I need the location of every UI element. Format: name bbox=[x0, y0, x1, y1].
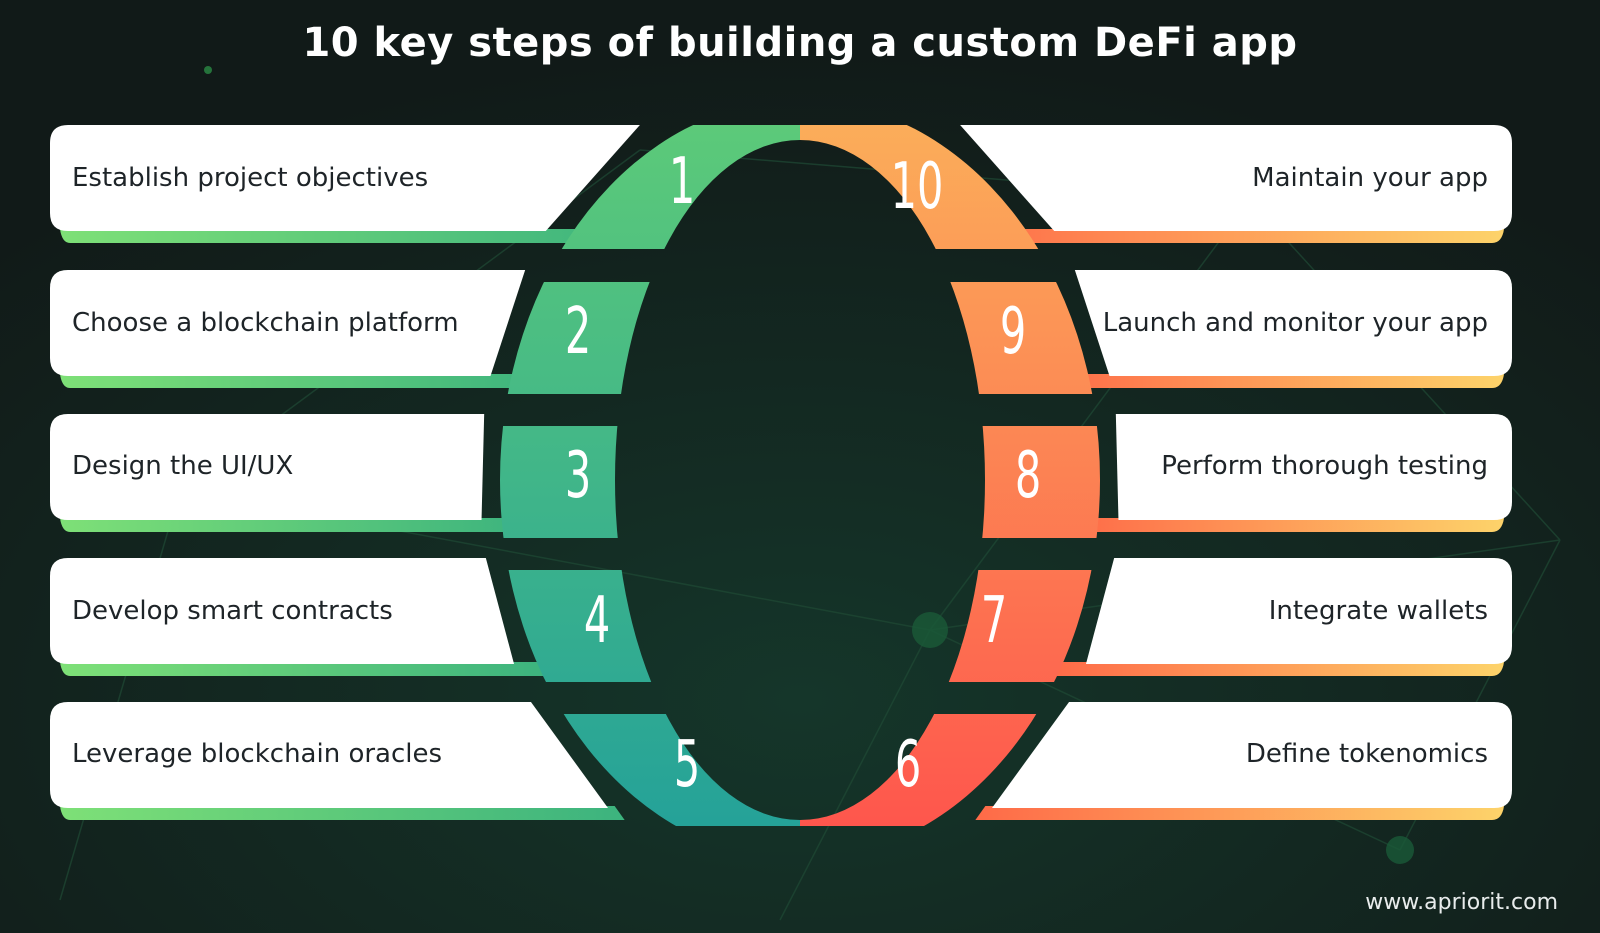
left-step-card bbox=[50, 414, 485, 520]
step-label: Develop smart contracts bbox=[72, 596, 393, 626]
left-card-underbar bbox=[60, 806, 625, 820]
left-card-underbar bbox=[60, 662, 549, 676]
step-label: Establish project objectives bbox=[72, 163, 429, 193]
left-ring-band bbox=[500, 100, 800, 860]
left-step-card bbox=[50, 558, 515, 664]
step-label: Define tokenomics bbox=[1245, 739, 1488, 769]
step-label: Leverage blockchain oracles bbox=[72, 739, 443, 769]
step-number: 6 bbox=[894, 728, 922, 802]
step-number: 4 bbox=[583, 584, 611, 658]
right-card-underbar bbox=[1069, 518, 1504, 532]
right-card-underbar bbox=[1043, 374, 1504, 388]
right-step-card bbox=[1074, 270, 1512, 376]
step-number: 10 bbox=[890, 150, 944, 224]
step-number: 7 bbox=[980, 584, 1008, 658]
right-step-card bbox=[992, 702, 1512, 808]
step-label: Integrate wallets bbox=[1268, 596, 1488, 626]
step-number: 1 bbox=[668, 145, 696, 219]
website-url: www.apriorit.com bbox=[1365, 890, 1558, 915]
step-number: 2 bbox=[564, 295, 592, 369]
step-number: 9 bbox=[999, 295, 1027, 369]
left-step-card bbox=[50, 270, 526, 376]
left-card-underbar bbox=[60, 518, 531, 532]
right-card-underbar bbox=[1051, 662, 1504, 676]
page-title: 10 key steps of building a custom DeFi a… bbox=[302, 20, 1298, 66]
right-card-underbar bbox=[975, 806, 1504, 820]
step-label: Design the UI/UX bbox=[72, 451, 294, 481]
step-number: 8 bbox=[1014, 439, 1042, 513]
left-step-card bbox=[50, 125, 640, 231]
step-number: 5 bbox=[673, 728, 701, 802]
step-label: Launch and monitor your app bbox=[1102, 308, 1488, 338]
right-step-card bbox=[1085, 558, 1512, 664]
left-card-underbar bbox=[60, 229, 646, 243]
step-label: Maintain your app bbox=[1252, 163, 1488, 193]
left-step-card bbox=[50, 702, 608, 808]
right-step-card bbox=[960, 125, 1512, 231]
right-step-card bbox=[1115, 414, 1512, 520]
right-ring-band bbox=[800, 100, 1100, 860]
step-number: 3 bbox=[564, 439, 592, 513]
right-card-underbar bbox=[954, 229, 1504, 243]
step-label: Choose a blockchain platform bbox=[72, 308, 459, 338]
step-label: Perform thorough testing bbox=[1161, 451, 1488, 481]
left-card-underbar bbox=[60, 374, 557, 388]
